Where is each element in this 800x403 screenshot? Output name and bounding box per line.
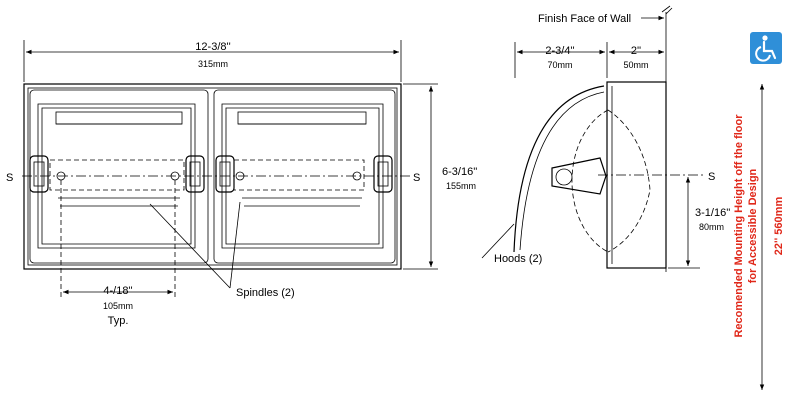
hoods-label: Hoods (2) (494, 253, 542, 265)
height-mm: 155mm (446, 181, 476, 191)
left-hood (37, 103, 196, 249)
height-dimension: 6-3/16'' (442, 166, 477, 178)
spindle-height-mm: 80mm (699, 222, 724, 232)
depth-mm: 70mm (547, 60, 572, 70)
wheelchair-icon (750, 32, 782, 64)
bracket-3 (215, 155, 235, 193)
width-mm: 315mm (198, 59, 228, 69)
wall-mm: 50mm (623, 60, 648, 70)
wall-label: Finish Face of Wall (538, 13, 631, 25)
spindles-label: Spindles (2) (236, 287, 295, 299)
outer-frame-inner (27, 87, 398, 266)
right-cabinet (213, 89, 396, 264)
section-marker-right: S (413, 172, 420, 184)
spindle-typical-note: Typ. (108, 315, 129, 327)
depth-dimension: 2-3/4'' (545, 45, 574, 57)
bracket-1 (29, 155, 49, 193)
spindle-dimension: 4-/18'' (103, 285, 132, 297)
right-roll (233, 159, 365, 191)
mounting-text-line1: Recomended Mounting Height off the floor (733, 114, 745, 338)
side-bracket (551, 157, 607, 195)
mounting-height-value: 22'' 560mm (773, 197, 785, 256)
bracket-2 (185, 155, 205, 193)
side-view (481, 5, 765, 390)
width-dimension: 12-3/8'' (195, 41, 230, 53)
section-marker-left: S (6, 172, 13, 184)
section-marker-side: S (708, 171, 715, 183)
right-hood (221, 103, 384, 249)
left-roll (49, 159, 185, 191)
wall-dimension: 2'' (631, 45, 641, 57)
outer-frame (23, 83, 402, 270)
hood-curve (513, 85, 605, 253)
mounting-text-line2: for Accessible Design (747, 168, 759, 283)
bracket-4 (373, 155, 393, 193)
front-view (22, 40, 438, 300)
spindle-mm: 105mm (103, 301, 133, 311)
spindle-height-dimension: 3-1/16'' (695, 207, 730, 219)
